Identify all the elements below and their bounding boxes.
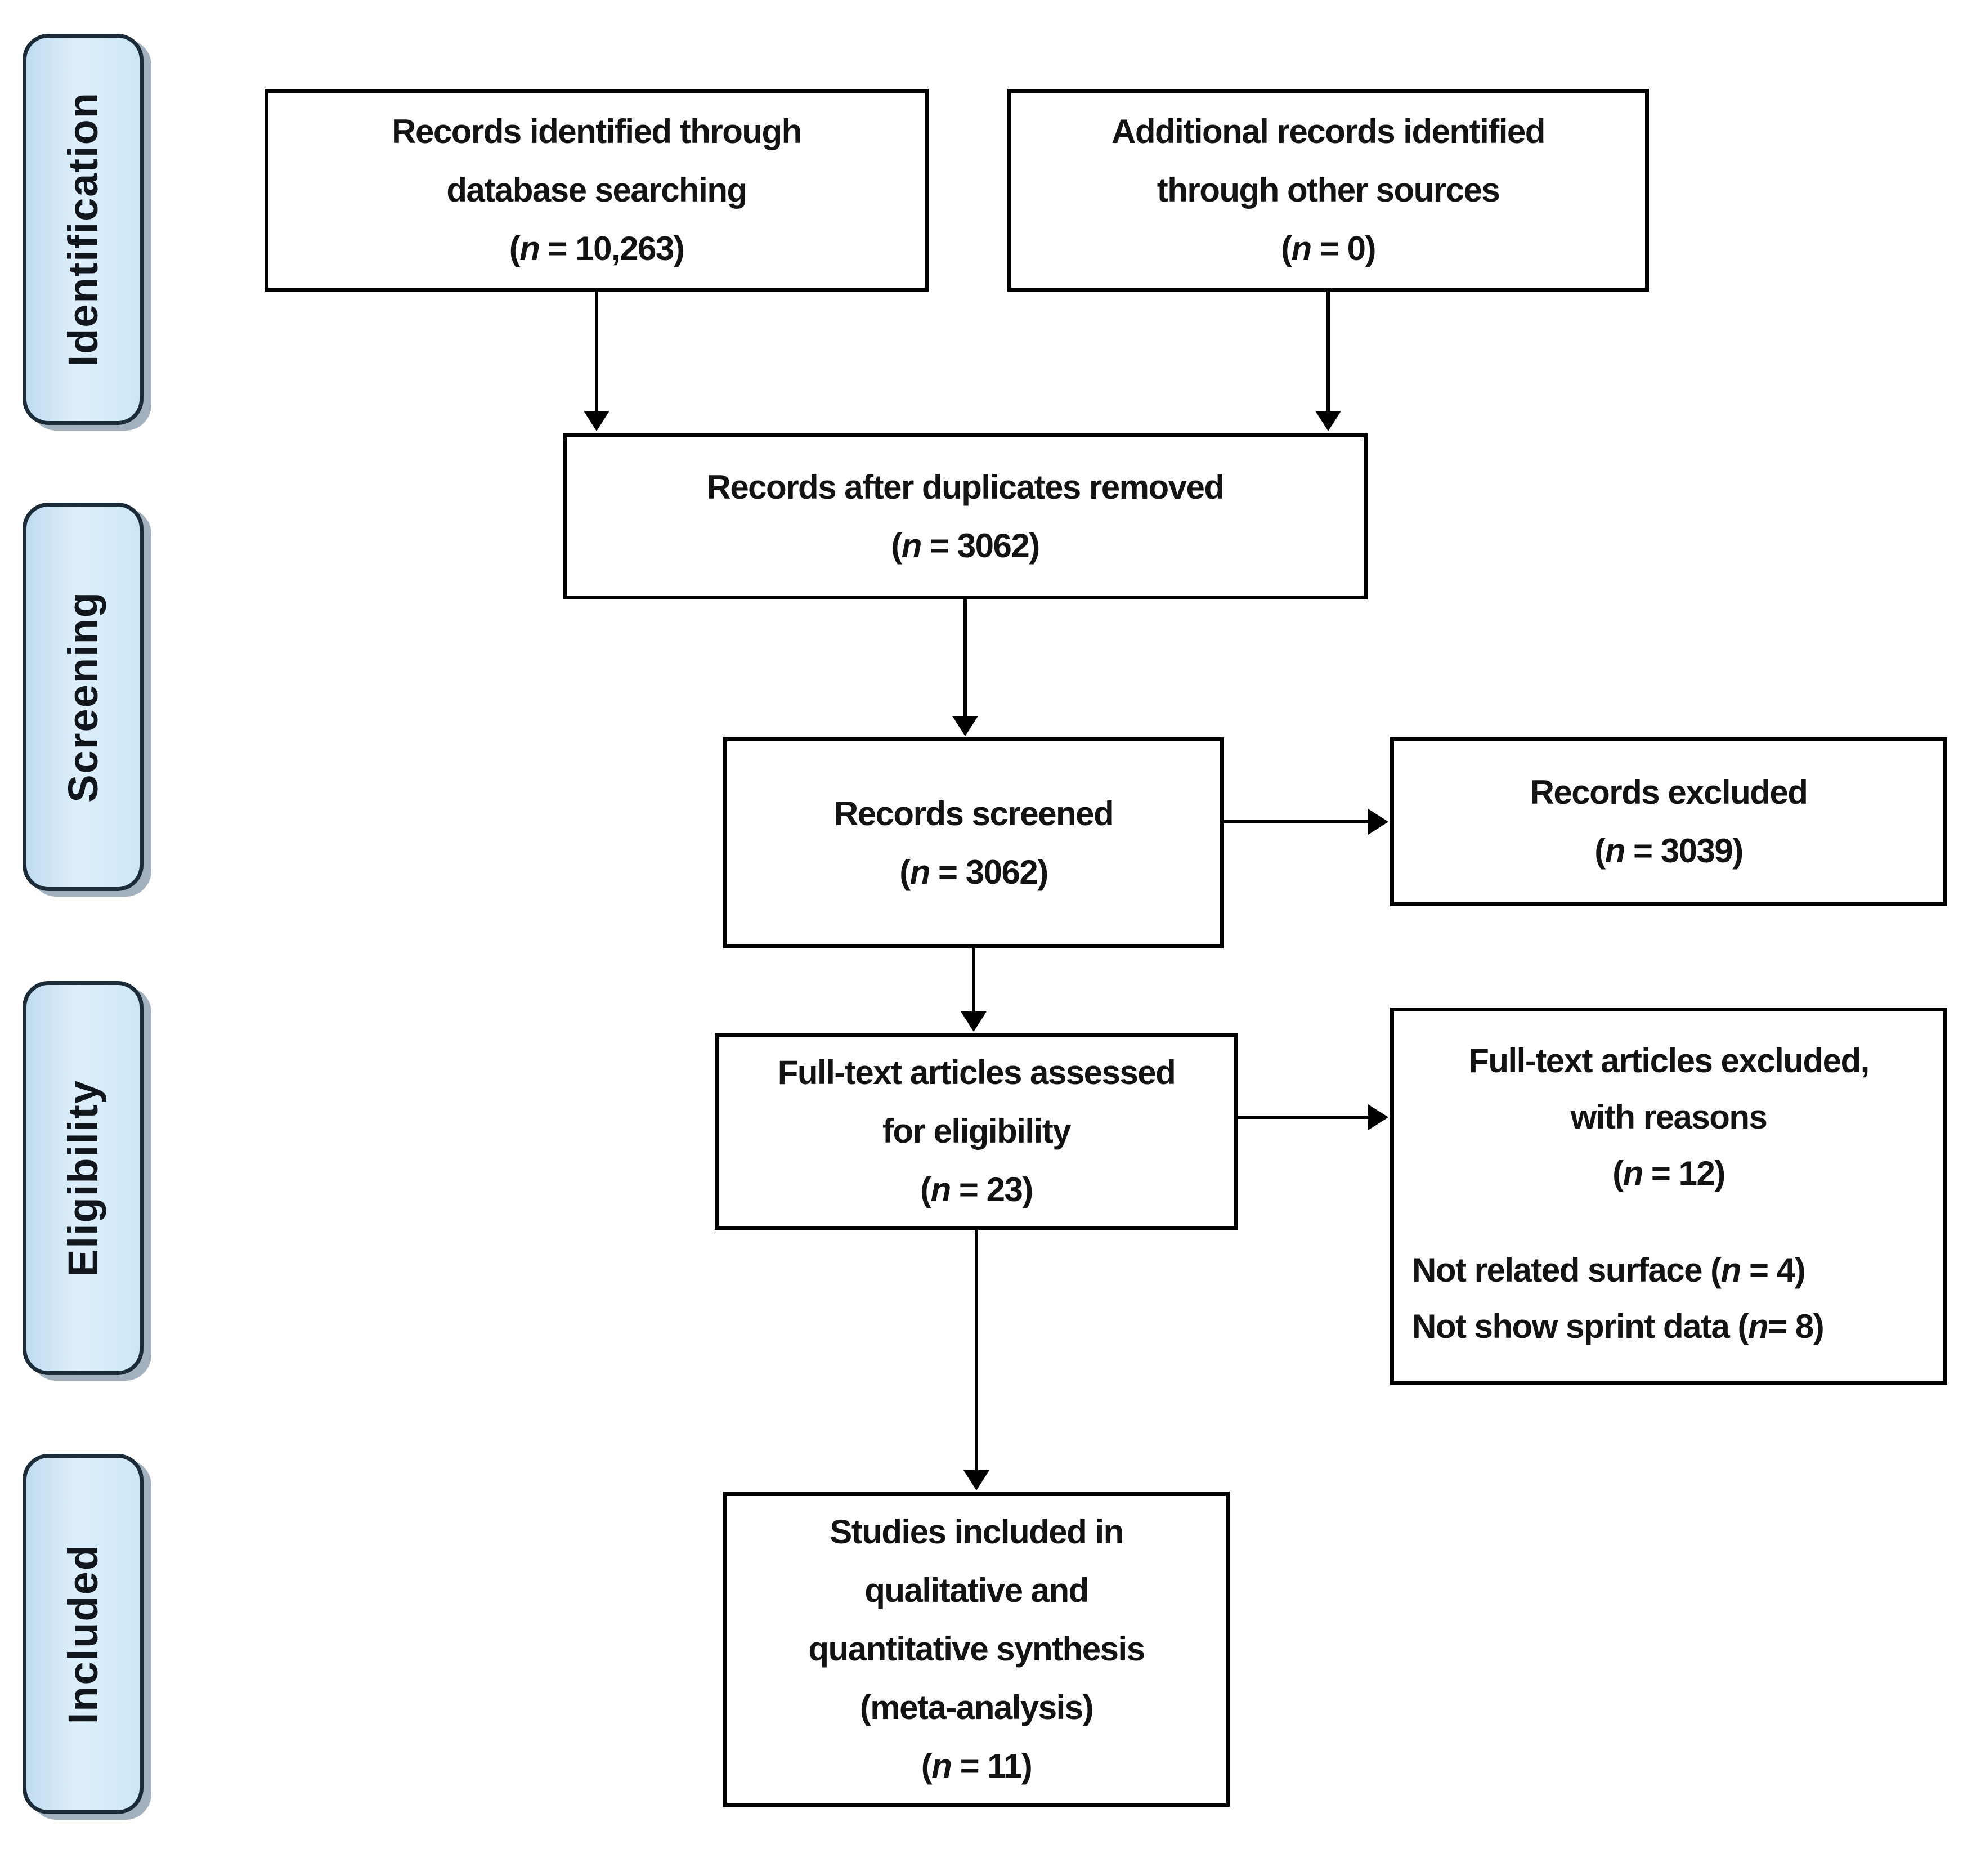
arrow-screened-to-fulltext-head-icon [961,1011,987,1032]
box-count: (n = 0) [1281,230,1376,267]
exclusion-reason: Not related surface (n = 4) [1412,1251,1806,1289]
box-count: (n = 3062) [899,853,1048,891]
box-fulltext-excluded: Full-text articles excluded, with reason… [1390,1008,1947,1385]
arrow-screened-to-excluded-head-icon [1368,809,1388,835]
box-count: (n = 3039) [1594,832,1744,870]
spacer [1394,1202,1943,1242]
arrow-fulltext-to-excluded-head-icon [1368,1104,1388,1130]
box-text-line: Records screened [833,794,1114,832]
stage-identification-label: Identification [60,92,106,367]
box-text-line: Full-text articles excluded, [1468,1042,1870,1080]
arrow-screened-to-excluded-line [1224,820,1369,823]
box-text-line: (meta-analysis) [859,1689,1094,1726]
box-studies-included: Studies included in qualitative and quan… [723,1492,1230,1807]
box-count: (n = 11) [921,1747,1033,1785]
arrow-fulltext-to-included-head-icon [963,1470,989,1490]
box-text-line: through other sources [1157,171,1500,209]
box-text-line: quantitative synthesis [808,1630,1145,1668]
arrow-identified-to-dedup-head-icon [584,411,609,431]
box-text-line: for eligibility [882,1112,1072,1150]
arrow-identified-to-dedup-line [595,292,598,414]
arrow-fulltext-to-included-line [975,1230,978,1472]
box-text-line: Full-text articles assessed [777,1054,1176,1091]
stage-screening-label: Screening [60,591,106,803]
box-records-excluded: Records excluded (n = 3039) [1390,737,1947,906]
box-text-line: database searching [446,171,747,209]
arrow-fulltext-to-excluded-line [1238,1116,1369,1119]
box-count: (n = 23) [920,1171,1033,1208]
arrow-additional-to-dedup-line [1326,292,1330,414]
box-records-screened: Records screened (n = 3062) [723,737,1224,948]
stage-eligibility-label: Eligibility [60,1079,106,1277]
box-text-line: Additional records identified [1111,113,1545,150]
box-text-line: Records identified through [392,113,802,150]
stage-included-label: Included [60,1543,106,1725]
box-text-line: qualitative and [864,1571,1089,1609]
box-count: (n = 10,263) [509,230,685,267]
arrow-screened-to-fulltext-line [972,948,975,1013]
box-records-identified: Records identified through database sear… [265,89,929,292]
box-text-line: Records after duplicates removed [706,468,1225,506]
stage-included: Included [23,1454,144,1814]
box-duplicates-removed: Records after duplicates removed (n = 30… [563,433,1368,599]
box-count: (n = 3062) [891,526,1040,565]
box-text-line: with reasons [1570,1098,1768,1136]
box-text-line: Records excluded [1530,773,1808,811]
exclusion-reason: Not show sprint data (n= 8) [1412,1308,1825,1345]
arrow-dedup-to-screened-line [963,599,967,718]
box-additional-records: Additional records identified through ot… [1007,89,1649,292]
stage-eligibility: Eligibility [23,981,144,1375]
arrow-dedup-to-screened-head-icon [952,716,978,736]
arrow-additional-to-dedup-head-icon [1315,411,1341,431]
box-text-line: Studies included in [830,1513,1124,1551]
box-fulltext-assessed: Full-text articles assessed for eligibil… [715,1033,1238,1230]
box-count: (n = 12) [1612,1154,1725,1192]
stage-screening: Screening [23,503,144,891]
stage-identification: Identification [23,34,144,425]
